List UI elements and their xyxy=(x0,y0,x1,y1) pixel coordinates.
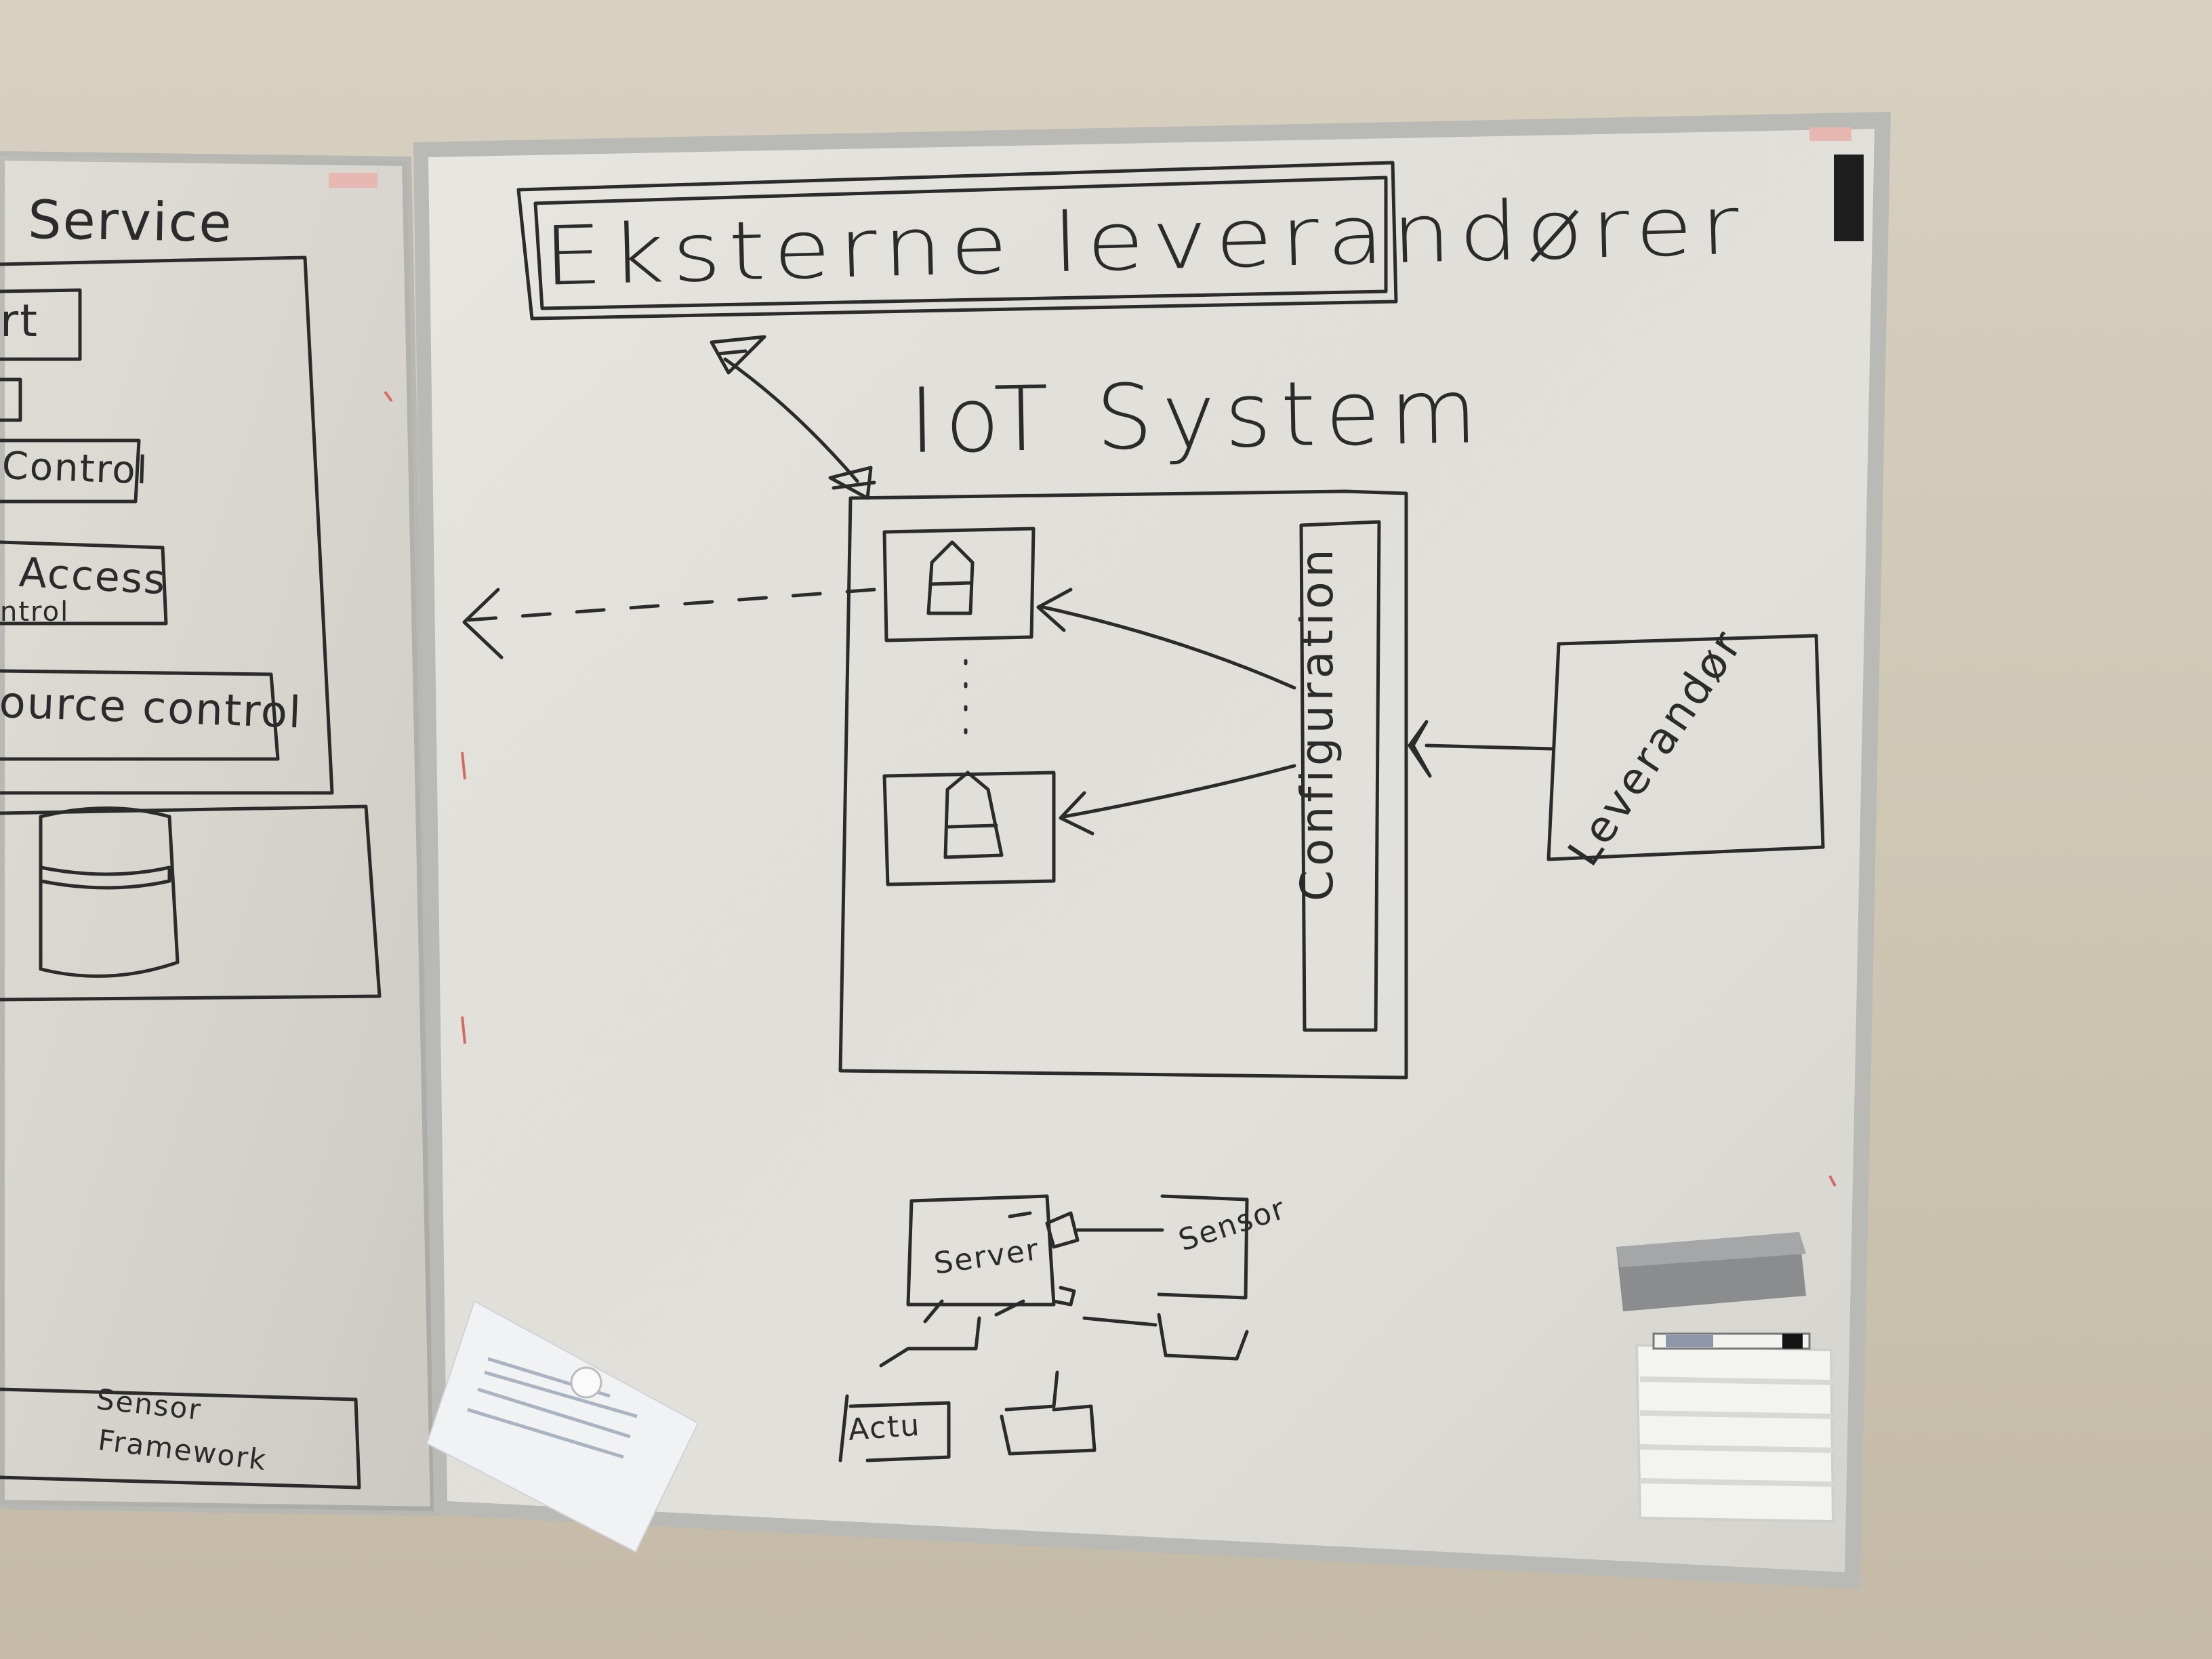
component-box-top xyxy=(882,527,1036,642)
actuator-label: Actu xyxy=(847,1408,922,1448)
left-label-source-control: ource control xyxy=(0,678,304,739)
iot-system-box xyxy=(838,489,1408,1080)
lower-sketch xyxy=(838,1194,1249,1462)
dashed-arrow-left xyxy=(466,588,876,622)
left-board-drawings xyxy=(0,255,382,1490)
arrow-to-external xyxy=(723,357,859,483)
supplier-box xyxy=(1547,634,1825,861)
left-label-control: Control xyxy=(1,444,150,493)
marker-tray-icon xyxy=(1635,1343,1835,1523)
arrow-config-to-top xyxy=(1038,605,1296,690)
configuration-label: Configuration xyxy=(1291,545,1343,901)
marker-icon[interactable] xyxy=(1652,1332,1811,1350)
left-label-ntrol: ntrol xyxy=(0,596,70,628)
arrow-config-to-bottom xyxy=(1062,764,1296,819)
external-suppliers-box xyxy=(516,161,1398,321)
eraser-icon[interactable] xyxy=(1616,1232,1806,1311)
left-board-title: Service xyxy=(27,190,234,255)
red-mark xyxy=(384,390,1837,1187)
configuration-bar xyxy=(1299,520,1381,1032)
iot-system-title: IoT System xyxy=(908,359,1488,474)
pinned-note-icon xyxy=(426,1300,699,1553)
main-whiteboard xyxy=(329,112,1891,1589)
house-icon-top xyxy=(926,540,975,615)
arrow-supplier-to-config xyxy=(1425,743,1554,751)
magnet-icon xyxy=(570,1366,602,1399)
left-label-rt: rt xyxy=(0,295,39,347)
left-whiteboard xyxy=(0,150,441,1517)
component-box-bottom xyxy=(882,771,1056,886)
house-icon-bottom xyxy=(943,771,1004,859)
